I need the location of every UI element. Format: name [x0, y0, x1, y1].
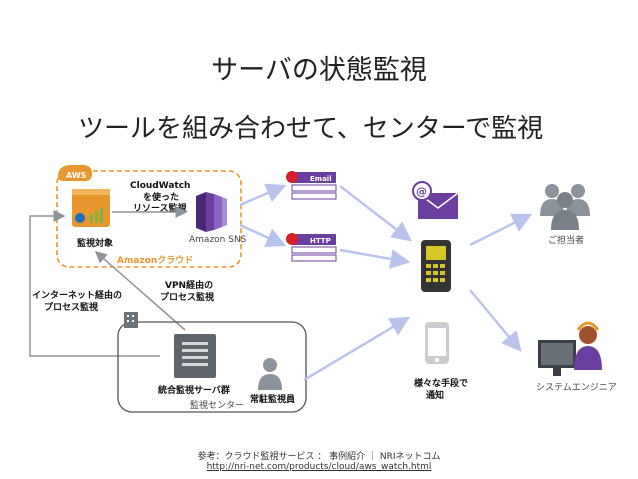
smartphone-icon	[425, 322, 449, 364]
svg-text:Email: Email	[310, 175, 332, 183]
page-subtitle: ツールを組み合わせて、センターで監視	[78, 114, 544, 144]
email-envelope-icon: @	[412, 181, 459, 219]
page-title: サーバの状態監視	[211, 55, 427, 86]
cloudwatch-label-1: CloudWatch	[130, 181, 190, 191]
monitoring-center-box	[117, 321, 307, 413]
vpn-label-2: プロセス監視	[160, 291, 214, 303]
internet-label-2: プロセス監視	[44, 301, 98, 313]
svg-text:AWS: AWS	[66, 171, 87, 180]
cloudwatch-label-3: リソース監視	[133, 202, 187, 214]
person-in-charge-label: ご担当者	[548, 234, 584, 246]
http-notification-icon: HTTP	[286, 233, 337, 262]
person-in-charge-group-icon	[540, 184, 590, 230]
devices-label-2: 通知	[426, 389, 444, 401]
svg-text:HTTP: HTTP	[310, 237, 331, 245]
server-group-label: 統合監視サーバ群	[158, 384, 230, 396]
internet-label-1: インターネット経由の	[32, 289, 122, 301]
devices-label-1: 様々な手段で	[414, 377, 468, 389]
building-icon	[124, 312, 138, 328]
cloudwatch-label-2: を使った	[143, 191, 179, 203]
aws-badge: AWS	[58, 165, 92, 181]
vpn-label-1: VPN経由の	[165, 279, 213, 291]
credit-url-link[interactable]: http://nri-net.com/products/cloud/aws_wa…	[206, 462, 432, 472]
operator-label: 常駐監視員	[250, 393, 295, 405]
integrated-server-group-icon	[174, 334, 216, 378]
mobile-phone-icon	[421, 240, 451, 292]
credit-line: 参考：クラウド監視サービス ： 事例紹介 ｜ NRIネットコム	[197, 452, 441, 462]
credit-url[interactable]: http://nri-net.com/products/cloud/aws_wa…	[0, 462, 638, 472]
monitoring-target-label: 監視対象	[77, 237, 113, 249]
amazon-sns-icon	[196, 192, 227, 232]
monitoring-center-label: 監視センター	[190, 399, 244, 411]
system-engineer-icon	[538, 321, 602, 376]
amazon-cloud-label: Amazonクラウド	[117, 255, 193, 266]
email-notification-icon: Email	[286, 171, 337, 200]
system-engineer-label: システムエンジニア	[536, 382, 617, 393]
svg-text:@: @	[416, 185, 427, 198]
monitoring-target-server-icon	[72, 189, 110, 227]
amazon-sns-label: Amazon SNS	[189, 235, 247, 245]
operator-person-icon	[258, 358, 282, 390]
